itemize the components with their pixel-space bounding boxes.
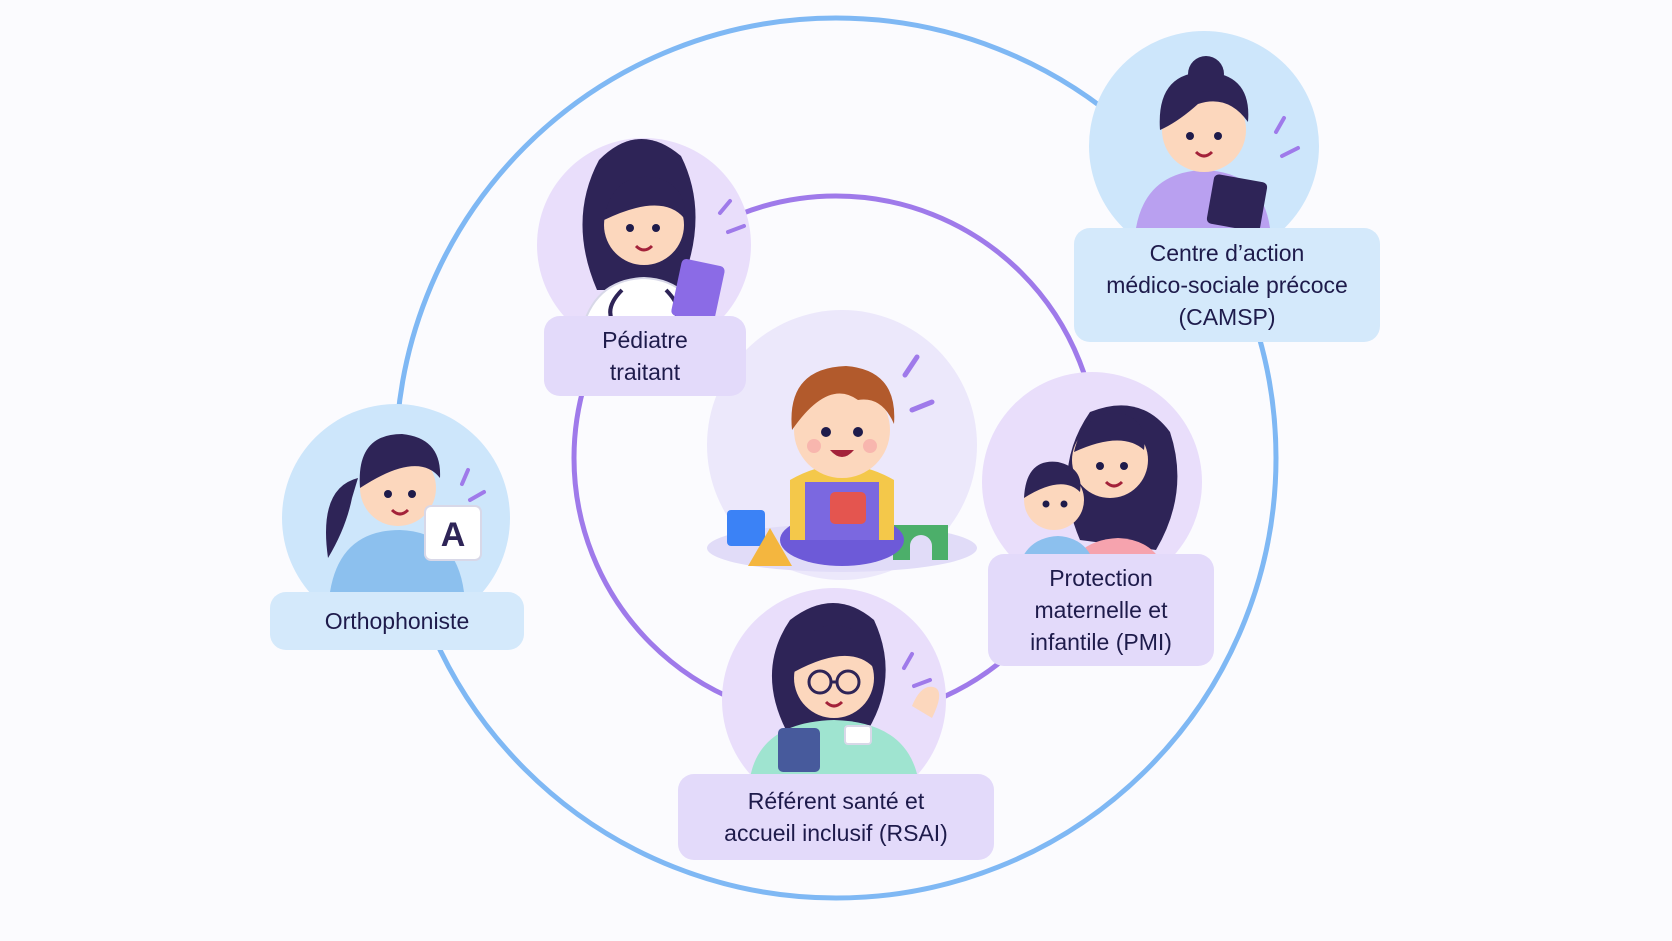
blue-block-icon	[727, 510, 765, 546]
clipboard-icon	[671, 258, 725, 324]
label-pmi: Protection maternelle et infantile (PMI)	[988, 554, 1214, 666]
yellow-pyramid-icon	[748, 528, 792, 566]
doctor-icon	[537, 138, 751, 352]
woman-with-glasses-icon	[722, 588, 946, 812]
badge-icon	[844, 725, 872, 745]
letter-card-icon	[424, 505, 482, 561]
toddler-illustration	[707, 310, 977, 580]
woman-with-clipboard-icon	[1089, 31, 1319, 261]
clipboard-icon	[1206, 174, 1268, 232]
green-arch-icon	[893, 525, 948, 560]
svg-text:A: A	[441, 516, 466, 554]
label-camsp: Centre d’action médico-sociale précoce (…	[1074, 228, 1380, 342]
speech-therapist-icon: A	[282, 404, 510, 632]
tablet-icon	[778, 728, 820, 772]
red-block-icon	[830, 492, 866, 524]
label-orthophoniste: Orthophoniste	[270, 592, 524, 650]
label-rsai: Référent santé et accueil inclusif (RSAI…	[678, 774, 994, 860]
label-pediatre-traitant: Pédiatre traitant	[544, 316, 746, 396]
